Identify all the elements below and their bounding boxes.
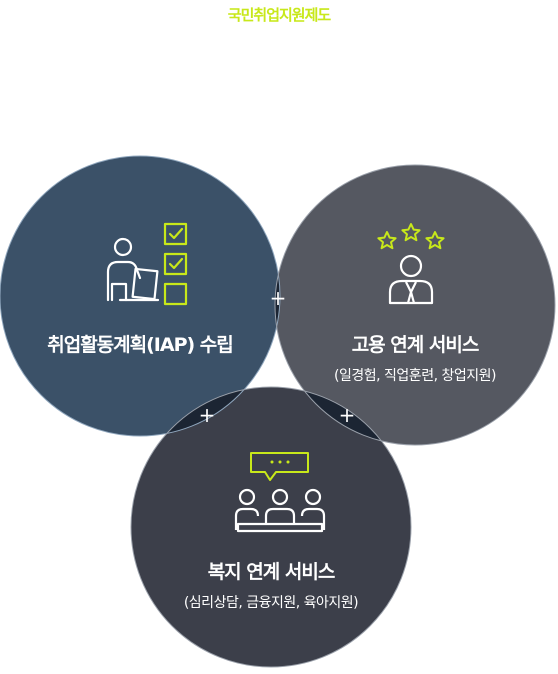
circle-employment-outline xyxy=(274,164,556,446)
plus-sign-top: + xyxy=(269,286,287,310)
group-chat-icon xyxy=(234,452,326,533)
circle-iap-outline xyxy=(0,155,281,437)
circle-welfare-title: 복지 연계 서비스 xyxy=(207,561,336,583)
circle-welfare-subtitle: (심리상담, 금융지원, 육아지원) xyxy=(183,595,359,611)
plus-sign-right: + xyxy=(338,403,356,427)
plus-sign-left: + xyxy=(198,403,216,427)
circle-employment xyxy=(275,165,555,445)
circle-employment-label: 고용 연계 서비스 (일경험, 직업훈련, 창업지원) xyxy=(285,330,545,385)
circle-welfare-outline xyxy=(130,386,412,668)
person-stars-icon xyxy=(377,223,445,305)
circle-iap-title: 취업활동계획(IAP) 수립 xyxy=(47,334,234,356)
circle-employment-subtitle: (일경험, 직업훈련, 창업지원) xyxy=(334,368,496,384)
star-icon xyxy=(377,223,445,250)
circle-welfare-label: 복지 연계 서비스 (심리상담, 금융지원, 육아지원) xyxy=(141,557,401,612)
circle-iap-label: 취업활동계획(IAP) 수립 xyxy=(10,330,270,357)
circle-employment-title: 고용 연계 서비스 xyxy=(351,334,480,356)
page-title: 국민취업지원제도 xyxy=(227,6,331,24)
circle-iap xyxy=(0,156,280,436)
circle-welfare xyxy=(131,387,411,667)
person-checklist-icon xyxy=(106,222,188,306)
